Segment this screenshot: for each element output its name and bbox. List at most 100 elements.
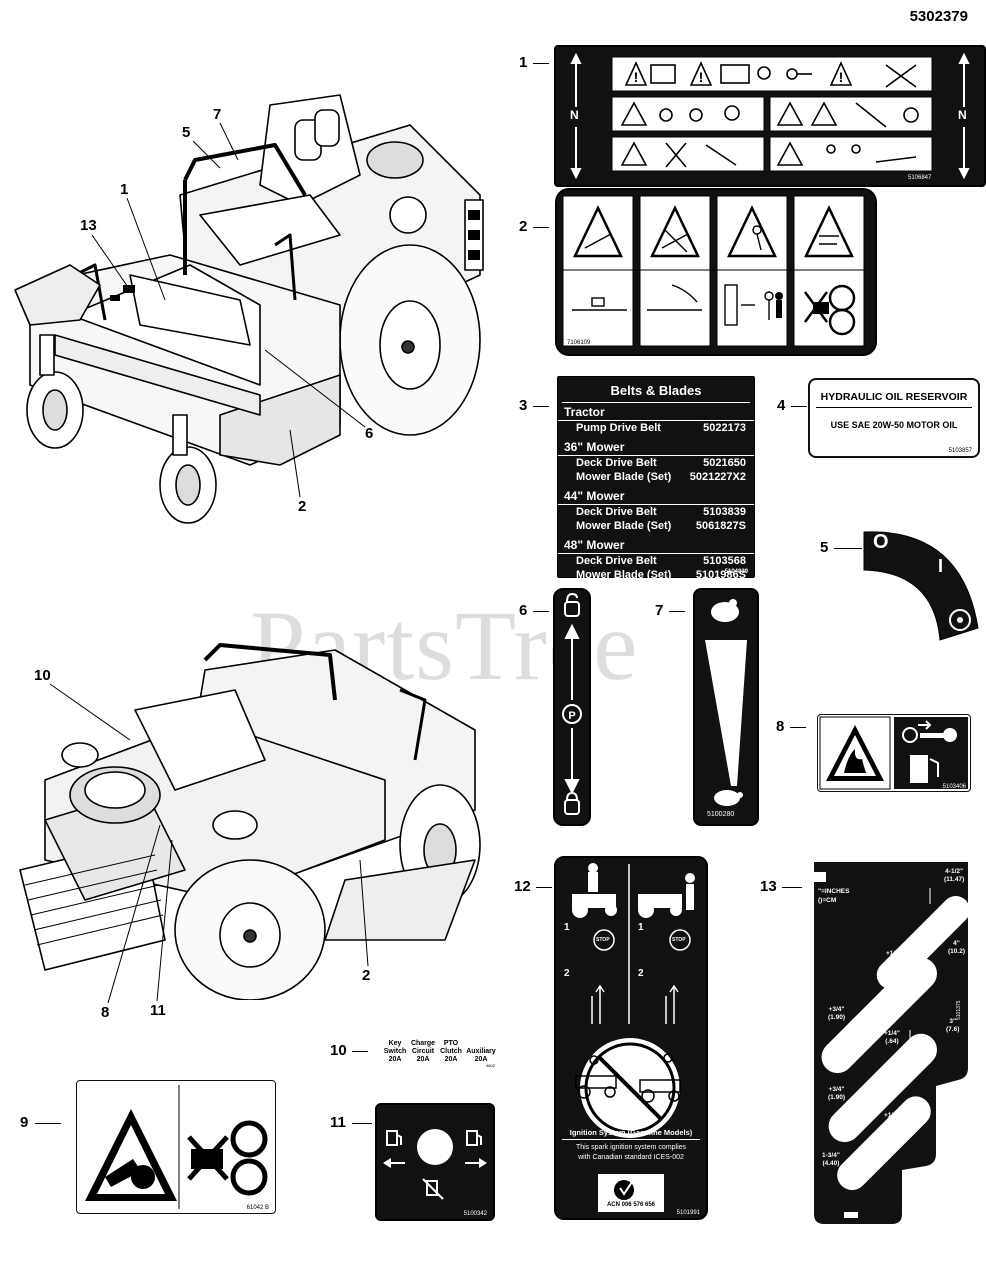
callout-7: 7 [655,602,664,619]
decal-12-step2-right: 2 [638,968,644,979]
decal-5-on-symbol: I [938,556,944,576]
decal-3-row-item: Deck Drive Belt [576,506,657,518]
decal-3-row-part: 5021227X2 [689,471,746,483]
decal-3-row: Mower Blade (Set) 5021227X2 [558,470,754,484]
decal-11-fuel-selector: 5100342 [375,1103,495,1221]
top-callout-6: 6 [365,425,374,442]
decal-3-row-part: 5021650 [703,457,746,469]
decal-13-mark: +1/2"(1.27) [850,1098,867,1113]
decal-13-mark: 4"(10.2) [948,940,965,955]
decal-4-title: HYDRAULIC OIL RESERVOIR [816,391,972,408]
decal-3-row: Pump Drive Belt 5022173 [558,421,754,435]
decal-3-section-heading: 48" Mower [558,538,754,554]
decal-3-row-item: Deck Drive Belt [576,457,657,469]
decal-12-stop-left: STOP [596,937,610,943]
decal-12-code: 5101991 [676,1210,700,1216]
decal-12-step1-left: 1 [564,922,570,933]
decal-3-row-item: Pump Drive Belt [576,422,661,434]
decal-13-mark: +1/2"(1.27) [850,1018,867,1033]
decal-3-row-item: Mower Blade (Set) [576,471,672,483]
decal-13-units-cm: ()=CM [818,897,837,904]
decal-12-acn: ACN 006 576 656 [606,1202,656,1208]
decal-13-mark: +1/4"(.64) [884,1030,900,1045]
decal-13-mark: 4-1/2"(11.47) [944,868,965,883]
decal-13-units-inches: "=INCHES [818,888,850,895]
mower-rear-illustration [19,643,481,1000]
decal-13-mark: +3/4"(1.90) [828,1086,845,1101]
bottom-leader-lines [49,683,369,1004]
callout-13: 13 [760,878,777,895]
callout-3: 3 [519,397,528,414]
decal-3-row: Deck Drive Belt 5021650 [558,456,754,470]
svg-text:P: P [568,710,575,722]
callout-11: 11 [330,1114,346,1131]
decal-4-hydraulic-oil: HYDRAULIC OIL RESERVOIR USE SAE 20W-50 M… [808,378,980,458]
decal-13-mark: 2"(5.1) [946,1098,960,1113]
decal-9-code: 61042 B [246,1205,269,1211]
decal-2-graphics [562,195,865,347]
decal-9-hand-entanglement: 61042 B [76,1080,276,1214]
decal-12-stop-right: STOP [672,937,686,943]
bottom-callout-8: 8 [101,1004,110,1021]
callout-6: 6 [519,602,528,619]
decal-13-mark: 1-1/2"(3.37) [850,1166,868,1181]
decal-1-letter-left: N [570,108,579,122]
decal-8-fire-warning: 5103406 [817,714,971,792]
svg-text:!: ! [839,69,844,85]
svg-text:!: ! [699,69,704,85]
decal-5-off-symbol: O [873,531,889,553]
decal-12-text-line2: with Canadian standard ICES-002 [578,1154,684,1161]
decal-3-row-item: Mower Blade (Set) [576,569,672,581]
decal-3-row-part: 5103568 [703,555,746,567]
decal-3-row-part: 5103839 [703,506,746,518]
callout-2: 2 [519,218,528,235]
decal-6-parking-brake: P [553,588,591,826]
decal-1-code: 5106847 [908,175,932,181]
decal-13-mark: 3"(7.6) [946,1018,960,1033]
decal-12-step1-right: 1 [638,922,644,933]
decal-5-key-switch-arc [863,531,979,641]
decal-7-throttle: 5100280 [693,588,759,826]
decal-1-letter-right: N [958,108,967,122]
decal-9-graphics [85,1085,268,1209]
decal-12-step2-left: 2 [564,968,570,979]
part-number: 5302379 [909,8,968,25]
decal-3-code: 5104839 [724,569,748,575]
decal-13-code: 5101375 [956,1000,962,1020]
decal-3-row-part: 5022173 [703,422,746,434]
decal-13-mark: 1-3/4"(4.40) [822,1152,840,1167]
decal-11-code: 5100342 [463,1211,487,1217]
top-callout-7: 7 [213,106,222,123]
callout-9: 9 [20,1114,29,1131]
top-leader-lines [91,122,366,498]
top-callout-13: 13 [80,217,97,234]
decal-13-cutting-height-gauge [814,862,970,1224]
decal-1-safety-strip: ! ! ! N N 5106847 [554,45,986,187]
decal-12-text-line1: This spark ignition system complies [575,1144,687,1151]
decal-11-graphics [383,1129,487,1200]
decal-13-mark: +3/4"(1.90) [828,1006,845,1021]
top-callout-1: 1 [120,181,129,198]
decal-3-section-heading: 44" Mower [558,489,754,505]
decal-3-row-part: 5061827S [695,520,746,532]
decal-3-section-heading: Tractor [558,405,754,421]
callout-5: 5 [820,539,829,556]
top-callout-2: 2 [298,498,307,515]
callout-10: 10 [330,1042,347,1059]
bottom-callout-10: 10 [34,667,51,684]
decal-13-marks: 4-1/2"(11.47) 4"(10.2) +1/4"(.64) +3/4"(1.9… [808,858,978,1228]
decal-2-warning-panels: 7106109 [555,188,877,356]
decal-8-graphics [819,716,968,790]
svg-text:!: ! [634,69,639,85]
bottom-callout-11: 11 [150,1002,166,1019]
decal-3-row-part: 5101986S [695,569,746,581]
decal-3-title: Belts & Blades [562,383,750,403]
decal-2-code: 7106109 [567,340,591,346]
